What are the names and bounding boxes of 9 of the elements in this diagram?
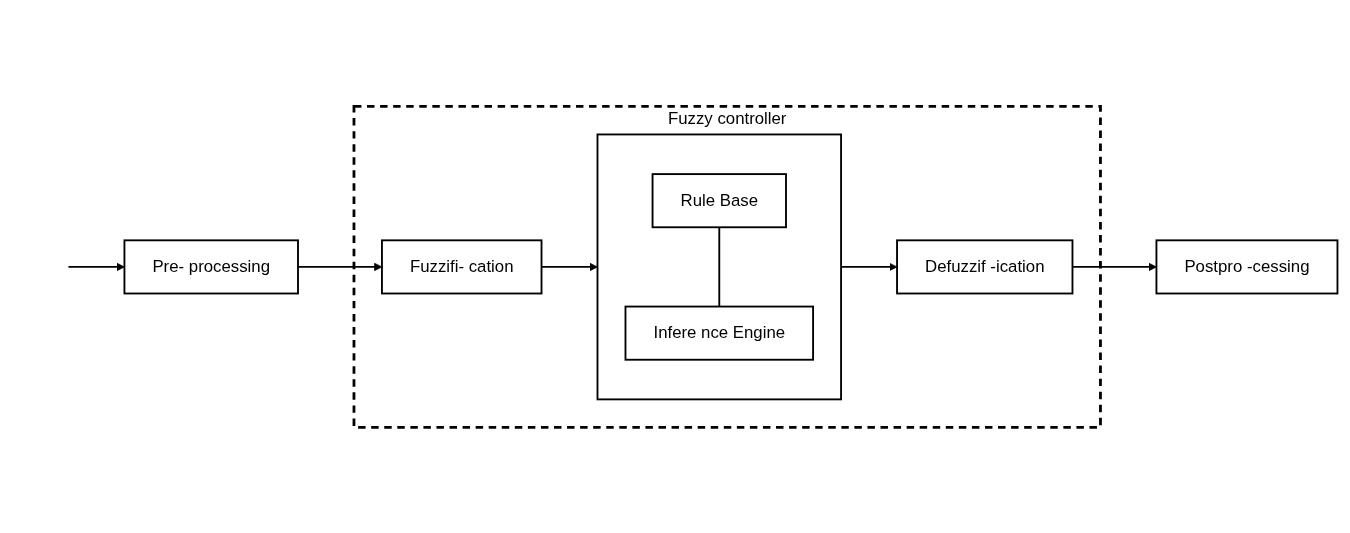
node-box: Fuzzifi- cation (381, 238, 543, 294)
node-box: Defuzzif -ication (896, 238, 1074, 294)
connector (718, 225, 721, 308)
node-box: Pre- processing (123, 238, 299, 294)
arrow (67, 262, 125, 271)
node-box: Infere nce Engine (624, 305, 815, 361)
node-box: Rule Base (651, 172, 787, 228)
cluster (596, 133, 842, 400)
node-box: Postpro -cessing (1155, 238, 1339, 294)
